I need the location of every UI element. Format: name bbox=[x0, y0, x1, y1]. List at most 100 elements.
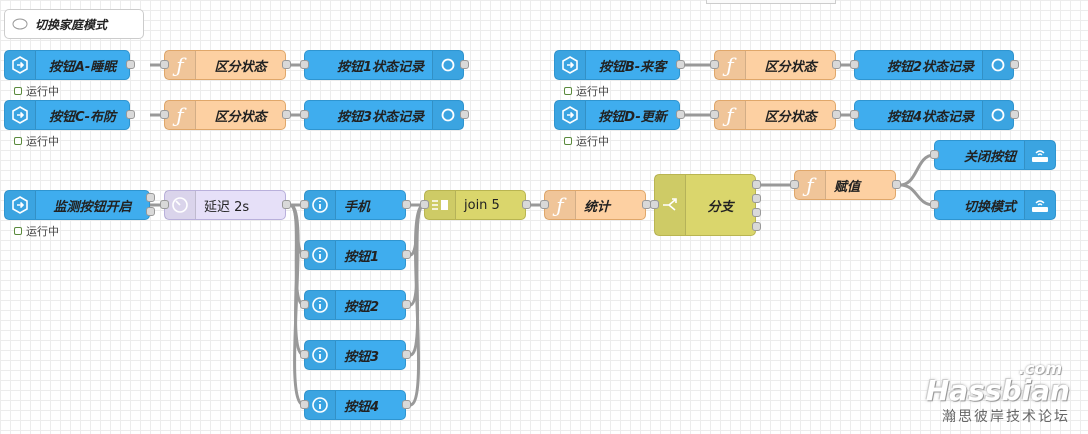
wire-delay-b4 bbox=[289, 203, 305, 407]
input-port[interactable] bbox=[300, 60, 309, 69]
status-label: 运行中 bbox=[576, 85, 609, 98]
output-port[interactable] bbox=[832, 60, 841, 69]
output-port[interactable] bbox=[832, 110, 841, 119]
switch-icon bbox=[655, 175, 686, 235]
wire-assign-out2 bbox=[899, 183, 935, 207]
output-label: 按钮4状态记录 bbox=[886, 109, 974, 125]
output-node-3[interactable]: 按钮3状态记录 bbox=[304, 100, 464, 130]
input-node-label: 按钮C-布防 bbox=[49, 109, 116, 125]
output-port[interactable] bbox=[126, 110, 135, 119]
output-port[interactable] bbox=[1010, 60, 1019, 69]
status-dot bbox=[14, 137, 22, 145]
output-node-4[interactable]: 按钮4状态记录 bbox=[854, 100, 1014, 130]
input-port[interactable] bbox=[650, 200, 659, 209]
output-node-2[interactable]: 按钮2状态记录 bbox=[854, 50, 1014, 80]
function-label: 赋值 bbox=[834, 179, 861, 195]
function-node-a[interactable]: ƒ 区分状态 bbox=[164, 50, 286, 80]
input-port[interactable] bbox=[160, 60, 169, 69]
output-port[interactable] bbox=[282, 110, 291, 119]
output-port[interactable] bbox=[460, 110, 469, 119]
input-port[interactable] bbox=[930, 200, 939, 209]
input-port[interactable] bbox=[160, 200, 169, 209]
output-port[interactable] bbox=[752, 208, 761, 217]
output-port[interactable] bbox=[282, 200, 291, 209]
input-port[interactable] bbox=[790, 180, 799, 189]
output-port[interactable] bbox=[676, 110, 685, 119]
output-port[interactable] bbox=[752, 180, 761, 189]
output-node-close[interactable]: 关闭按钮 bbox=[934, 140, 1056, 170]
monitor-input-node[interactable]: 监测按钮开启 bbox=[4, 190, 150, 220]
circle-output-icon bbox=[982, 51, 1013, 79]
output-port[interactable] bbox=[1010, 110, 1019, 119]
input-node-b[interactable]: 按钮B-来客 bbox=[554, 50, 680, 80]
input-port[interactable] bbox=[300, 400, 309, 409]
output-port[interactable] bbox=[282, 60, 291, 69]
input-port[interactable] bbox=[710, 60, 719, 69]
source-node-phone[interactable]: 手机 bbox=[304, 190, 406, 220]
source-node-button1[interactable]: 按钮1 bbox=[304, 240, 406, 270]
output-port[interactable] bbox=[146, 193, 155, 202]
input-port[interactable] bbox=[540, 200, 549, 209]
input-node-c[interactable]: 按钮C-布防 bbox=[4, 100, 130, 130]
watermark-subtitle: 瀚思彼岸技术论坛 bbox=[942, 409, 1070, 425]
circle-output-icon bbox=[982, 101, 1013, 129]
function-node-b[interactable]: ƒ 区分状态 bbox=[714, 50, 836, 80]
output-port[interactable] bbox=[402, 250, 411, 259]
input-node-d[interactable]: 按钮D-更新 bbox=[554, 100, 680, 130]
source-node-button2[interactable]: 按钮2 bbox=[304, 290, 406, 320]
source-node-button4[interactable]: 按钮4 bbox=[304, 390, 406, 420]
comment-node[interactable]: 切换家庭模式 bbox=[4, 9, 144, 39]
output-port[interactable] bbox=[752, 194, 761, 203]
info-icon bbox=[305, 341, 336, 369]
output-port[interactable] bbox=[402, 300, 411, 309]
delay-label: 延迟 2s bbox=[204, 199, 250, 215]
input-port[interactable] bbox=[300, 300, 309, 309]
output-port[interactable] bbox=[752, 222, 761, 231]
output-port[interactable] bbox=[402, 200, 411, 209]
input-port[interactable] bbox=[930, 150, 939, 159]
input-node-a[interactable]: 按钮A-睡眠 bbox=[4, 50, 130, 80]
delay-node[interactable]: 延迟 2s bbox=[164, 190, 286, 220]
output-port[interactable] bbox=[146, 207, 155, 216]
stats-function-node[interactable]: ƒ 统计 bbox=[544, 190, 646, 220]
input-port[interactable] bbox=[300, 200, 309, 209]
output-port[interactable] bbox=[402, 350, 411, 359]
hassbian-watermark: .com Hassbian 瀚思彼岸技术论坛 bbox=[926, 359, 1070, 426]
output-port[interactable] bbox=[126, 60, 135, 69]
status-label: 运行中 bbox=[26, 225, 59, 238]
status-label: 运行中 bbox=[576, 135, 609, 148]
input-port[interactable] bbox=[300, 350, 309, 359]
input-port[interactable] bbox=[300, 110, 309, 119]
service-call-icon bbox=[1024, 141, 1055, 169]
output-port[interactable] bbox=[460, 60, 469, 69]
source-label: 按钮4 bbox=[344, 399, 380, 415]
function-icon: ƒ bbox=[545, 191, 576, 219]
status-dot bbox=[564, 87, 572, 95]
input-port[interactable] bbox=[160, 110, 169, 119]
join-node[interactable]: join 5 bbox=[424, 190, 526, 220]
output-port[interactable] bbox=[676, 60, 685, 69]
output-node-1[interactable]: 按钮1状态记录 bbox=[304, 50, 464, 80]
top-tab-handle[interactable] bbox=[706, 0, 836, 4]
output-port[interactable] bbox=[522, 200, 531, 209]
function-label: 区分状态 bbox=[764, 59, 817, 75]
source-node-button3[interactable]: 按钮3 bbox=[304, 340, 406, 370]
input-port[interactable] bbox=[710, 110, 719, 119]
input-port[interactable] bbox=[300, 250, 309, 259]
output-port[interactable] bbox=[892, 180, 901, 189]
assign-function-node[interactable]: ƒ 赋值 bbox=[794, 170, 896, 200]
input-node-label: 按钮B-来客 bbox=[598, 59, 667, 75]
status-b: 运行中 bbox=[564, 83, 609, 99]
output-node-switch-mode[interactable]: 切换模式 bbox=[934, 190, 1056, 220]
wire-assign-out1 bbox=[899, 153, 935, 187]
input-port[interactable] bbox=[850, 110, 859, 119]
function-node-d[interactable]: ƒ 区分状态 bbox=[714, 100, 836, 130]
output-label: 按钮3状态记录 bbox=[336, 109, 424, 125]
input-port[interactable] bbox=[420, 200, 429, 209]
function-label: 统计 bbox=[584, 199, 611, 215]
function-node-c[interactable]: ƒ 区分状态 bbox=[164, 100, 286, 130]
output-port[interactable] bbox=[402, 400, 411, 409]
switch-node[interactable]: 分支 bbox=[654, 174, 756, 236]
input-port[interactable] bbox=[850, 60, 859, 69]
